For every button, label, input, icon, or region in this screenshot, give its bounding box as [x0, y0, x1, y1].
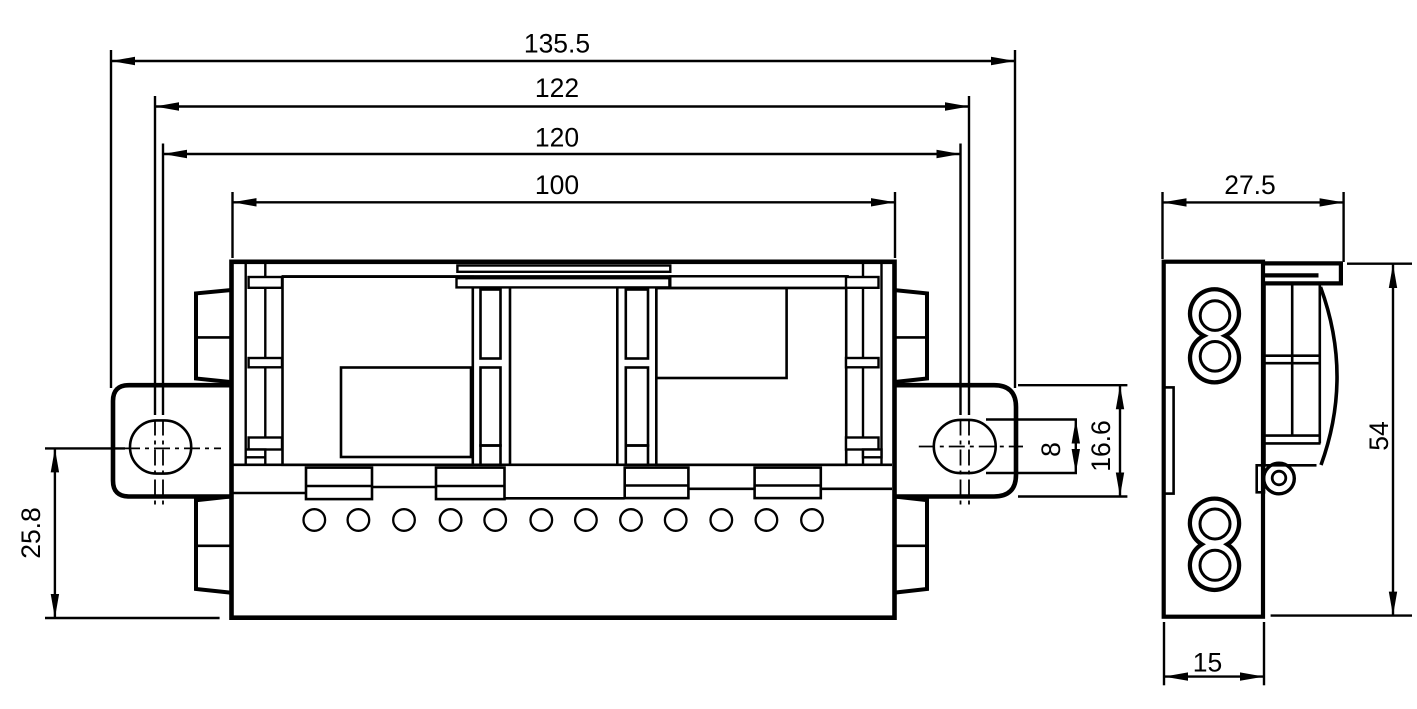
svg-text:15: 15: [1193, 648, 1222, 678]
svg-text:100: 100: [535, 170, 579, 200]
svg-text:25.8: 25.8: [16, 507, 46, 559]
svg-text:54: 54: [1364, 421, 1394, 450]
svg-text:120: 120: [535, 122, 579, 152]
svg-text:135.5: 135.5: [524, 29, 590, 59]
svg-text:122: 122: [535, 73, 579, 103]
svg-text:16.6: 16.6: [1086, 420, 1116, 472]
svg-text:8: 8: [1036, 442, 1066, 457]
svg-text:27.5: 27.5: [1224, 170, 1276, 200]
